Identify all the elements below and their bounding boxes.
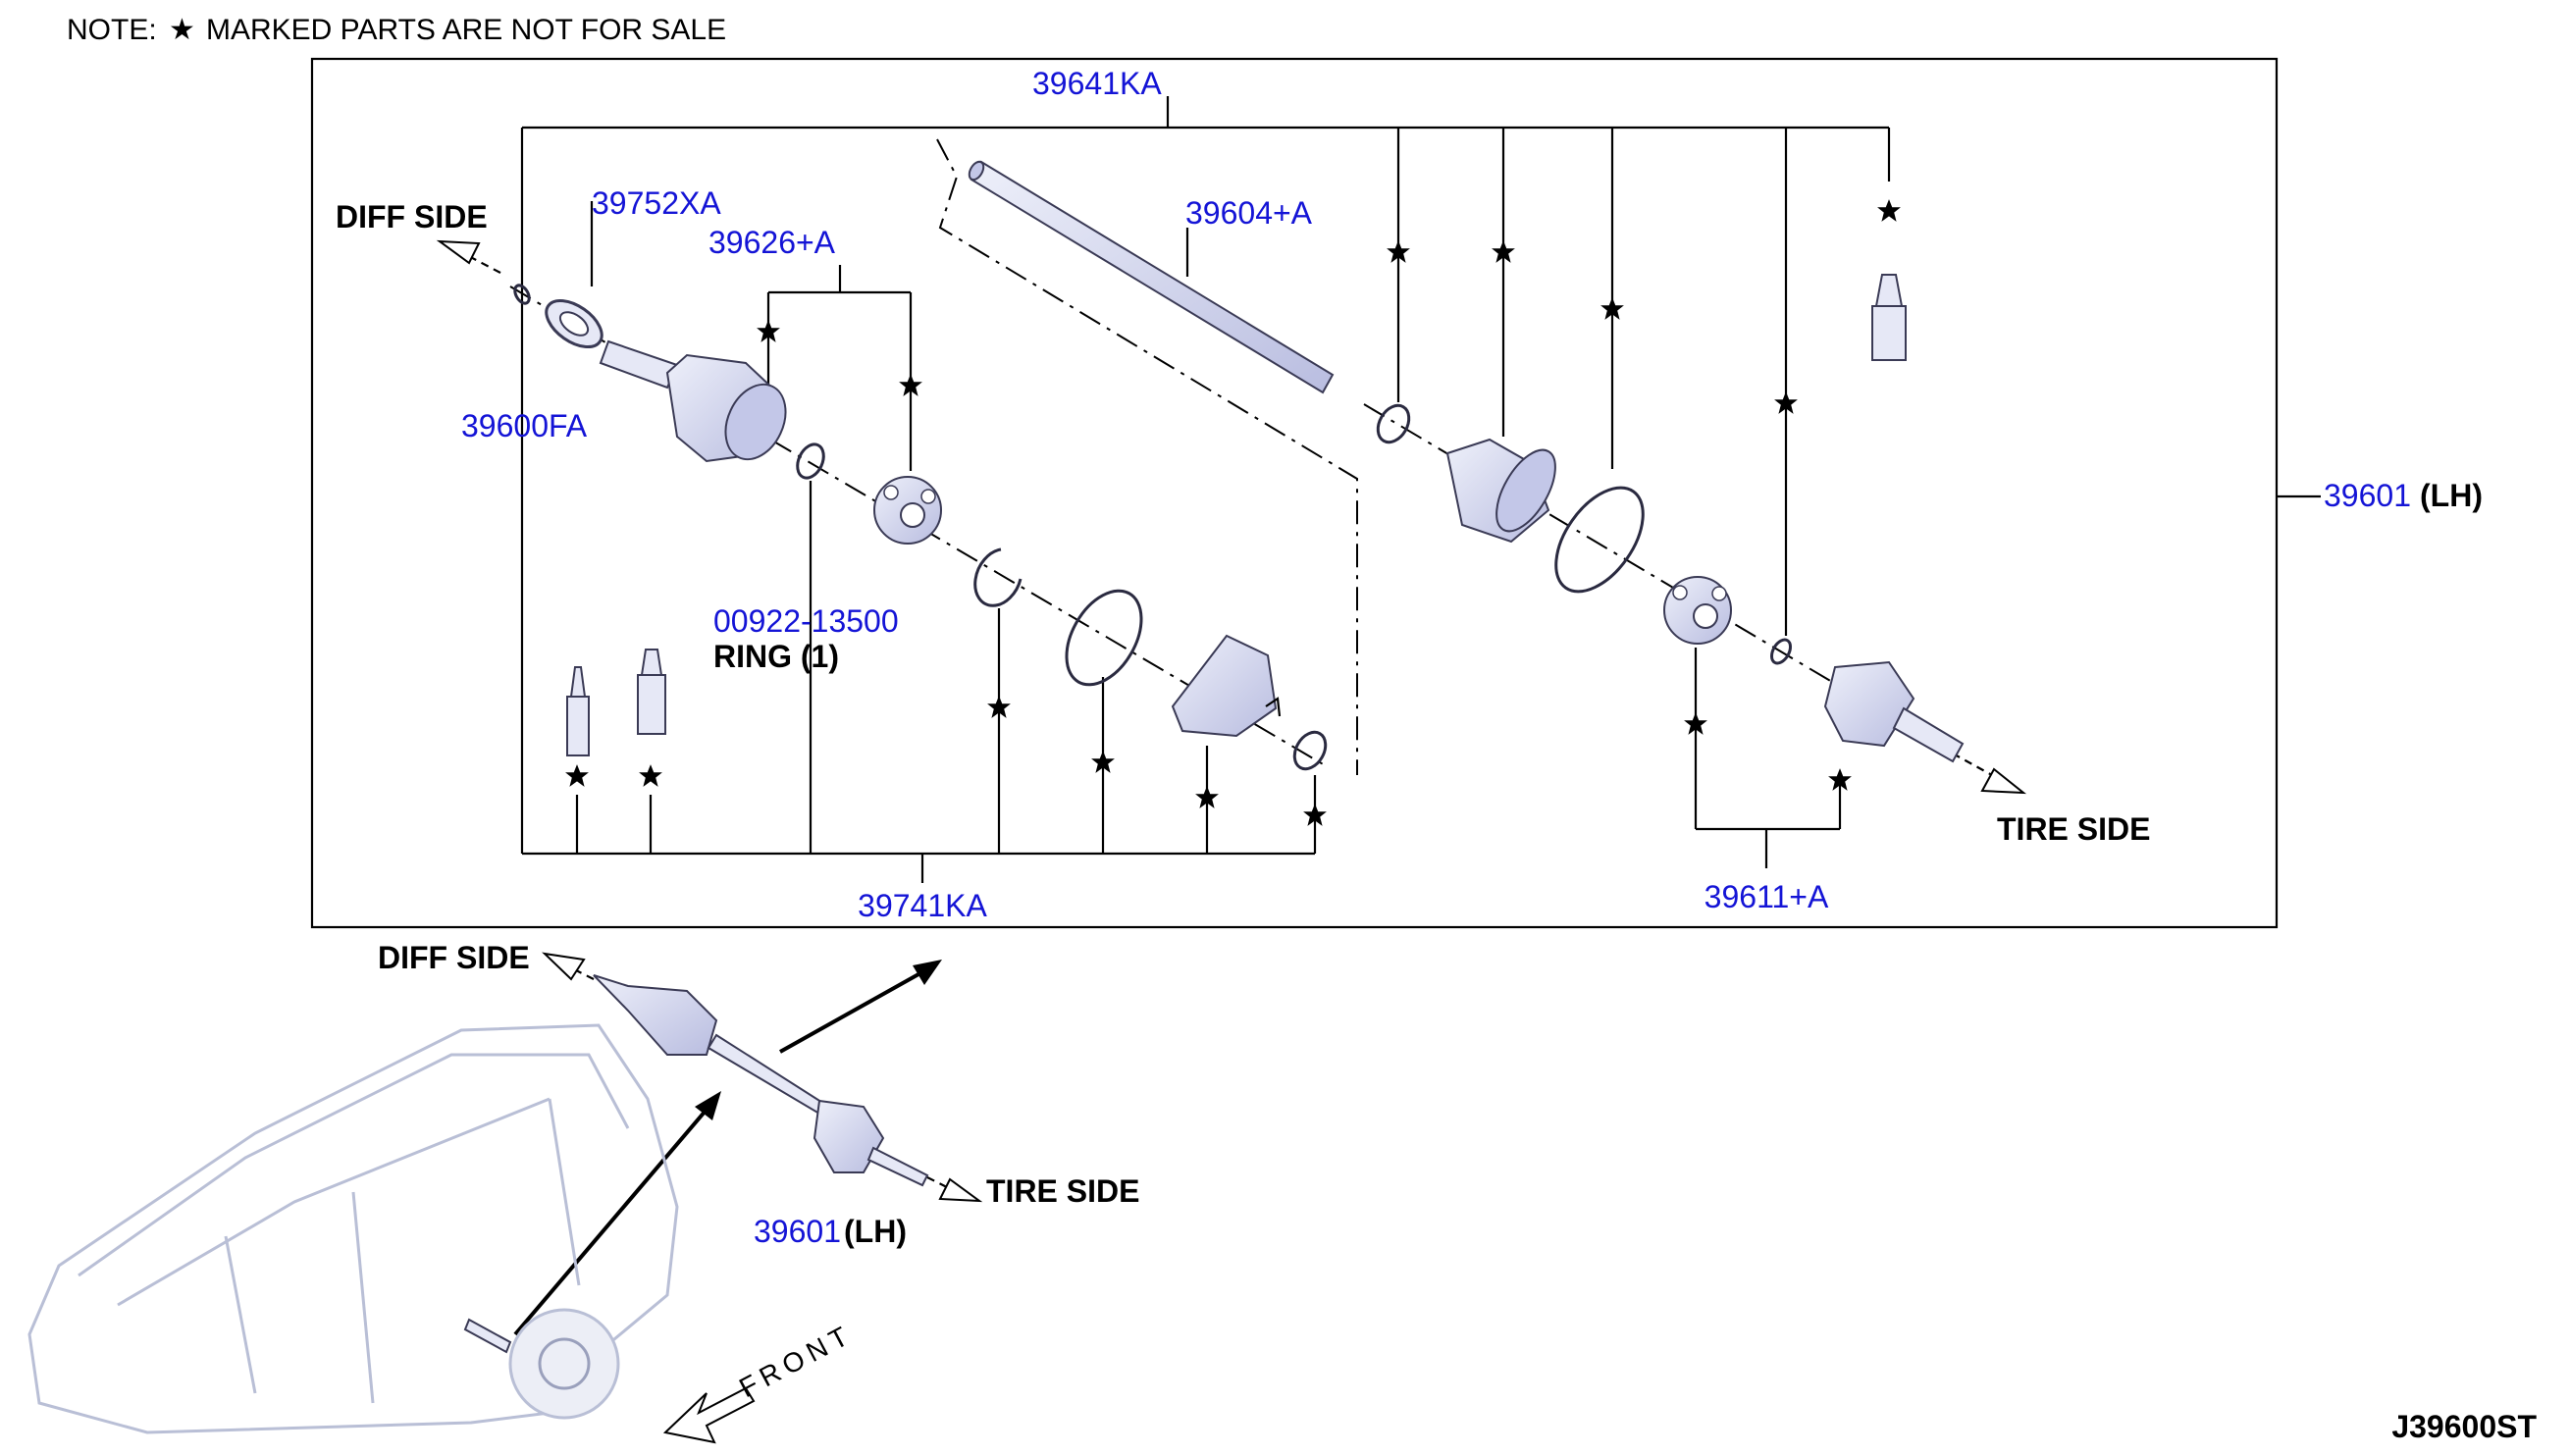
lh-label-bottom: (LH)	[844, 1214, 907, 1249]
tire-side-arrow-icon	[1952, 753, 2027, 795]
circlip-right-icon	[1770, 638, 1792, 665]
boot-band-small-left-icon	[1292, 730, 1328, 771]
part-39626A[interactable]: 39626+A	[708, 225, 836, 260]
diagram-frame	[310, 57, 2279, 929]
overview-shaft-icon	[593, 974, 929, 1187]
outer-boot-icon	[1445, 438, 1556, 544]
diff-side-arrow-icon	[436, 239, 501, 274]
diagram-id: J39600ST	[2391, 1409, 2537, 1444]
part-39641KA[interactable]: 39641KA	[1032, 66, 1162, 101]
star-icon	[639, 764, 662, 787]
boot-band-large-left-icon	[1065, 589, 1143, 687]
part-39601-main[interactable]: 39601	[2324, 478, 2411, 513]
tire-side-label-bottom: TIRE SIDE	[986, 1173, 1139, 1209]
boot-band-small-right-icon	[1376, 403, 1411, 444]
zoom-arrow-icon	[513, 960, 942, 1336]
boot-band-large-right-icon	[1554, 486, 1645, 594]
ring-qty-label: RING (1)	[713, 639, 839, 674]
part-39601-bottom[interactable]: 39601	[754, 1214, 841, 1249]
bracket-39641KA	[520, 96, 1891, 854]
part-00922-13500[interactable]: 00922-13500	[713, 603, 899, 639]
inner-boot-icon	[1171, 634, 1282, 738]
star-icon	[565, 764, 589, 787]
circlip-39600FA-icon	[513, 284, 531, 305]
part-39604A[interactable]: 39604+A	[1185, 195, 1313, 231]
note-line: NOTE: ★ MARKED PARTS ARE NOT FOR SALE	[67, 14, 726, 46]
part-39600FA[interactable]: 39600FA	[461, 408, 588, 443]
part-39611A[interactable]: 39611+A	[1705, 879, 1829, 914]
tripod-spider-right-icon	[1663, 576, 1732, 645]
snap-ring-00922-icon	[796, 442, 825, 480]
tire-side-label-top: TIRE SIDE	[1997, 811, 2150, 847]
note-star-icon: ★	[169, 14, 195, 46]
grease-tube-1-icon	[566, 666, 590, 756]
part-39741KA[interactable]: 39741KA	[858, 888, 987, 923]
note-text: MARKED PARTS ARE NOT FOR SALE	[206, 14, 726, 46]
grease-tube-3-icon	[1871, 274, 1907, 361]
tripod-spider-left-icon	[873, 476, 942, 545]
bracket-39611A	[1694, 648, 1842, 868]
diff-side-arrow-bottom-icon	[542, 952, 595, 981]
vehicle-outline-icon	[27, 1023, 679, 1434]
tire-side-arrow-bottom-icon	[926, 1176, 983, 1203]
part-39752XA[interactable]: 39752XA	[592, 185, 721, 221]
diff-side-label-top: DIFF SIDE	[336, 199, 488, 234]
bracket-39626A	[766, 265, 913, 471]
star-icon	[1877, 199, 1901, 222]
snap-ring-left-icon	[973, 547, 1023, 607]
outer-joint-housing-icon	[1823, 660, 1965, 763]
diff-side-label-bottom: DIFF SIDE	[378, 940, 530, 975]
grease-tube-2-icon	[637, 649, 666, 735]
washer-39752XA-icon	[545, 298, 603, 349]
inner-joint-housing-icon	[599, 339, 787, 463]
drive-shaft-39604A-icon	[968, 160, 1335, 394]
note-prefix: NOTE:	[67, 14, 157, 46]
bracket-39741KA	[522, 481, 1317, 883]
lh-label-main: (LH)	[2420, 478, 2483, 513]
front-arrow-icon: FRONT	[662, 1319, 858, 1444]
shaft-group-boundary	[936, 138, 1358, 775]
front-label: FRONT	[734, 1319, 858, 1404]
